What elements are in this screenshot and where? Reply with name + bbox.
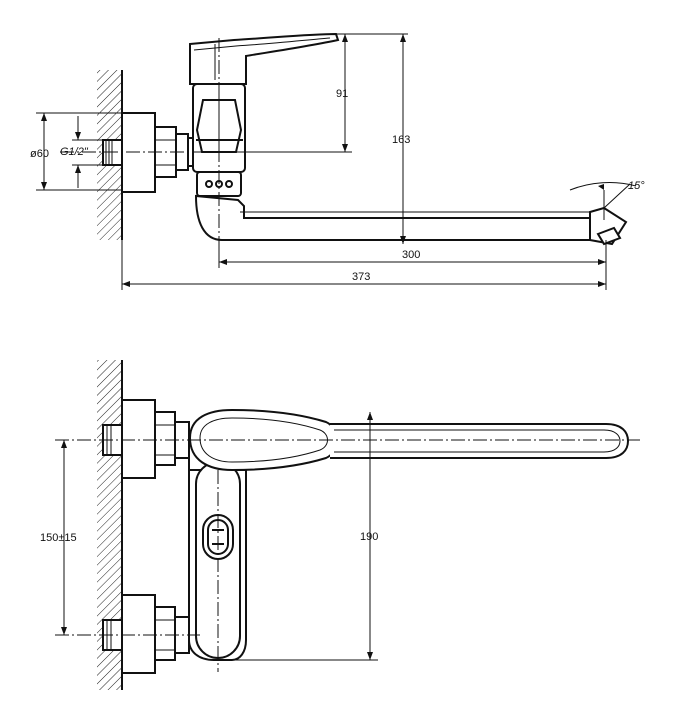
front-view: 150±15 190 <box>40 360 640 690</box>
dim-label-total-length: 373 <box>352 271 370 283</box>
dim-label-spout-length: 300 <box>402 249 420 261</box>
dimension-spout-angle <box>569 182 637 220</box>
dim-label-body-height: 190 <box>360 531 378 543</box>
dim-label-inlet-spacing: 150±15 <box>40 532 77 544</box>
dim-label-spout-angle: 15° <box>628 180 645 192</box>
dimension-spout-length <box>218 240 607 268</box>
eccentric-fitting-upper <box>102 399 190 479</box>
dimension-inlet-diameter <box>36 112 122 191</box>
spout-side <box>194 194 628 246</box>
dimension-thread <box>72 116 103 188</box>
dimension-handle-height <box>246 33 408 153</box>
handle-lever-side <box>189 32 340 85</box>
dimension-body-height <box>236 412 378 661</box>
side-view: ø60 G1/2" 91 163 <box>30 32 645 290</box>
dim-label-inlet-diameter: ø60 <box>30 148 49 160</box>
dim-label-handle-height: 91 <box>336 88 348 100</box>
dimension-inlet-spacing <box>61 440 67 635</box>
dimension-total-height <box>400 34 406 244</box>
spout-front <box>330 423 630 459</box>
eccentric-fitting-lower <box>102 594 190 674</box>
dim-label-total-height: 163 <box>392 134 410 146</box>
dimension-total-length <box>121 240 607 290</box>
dim-label-thread: G1/2" <box>60 146 89 158</box>
